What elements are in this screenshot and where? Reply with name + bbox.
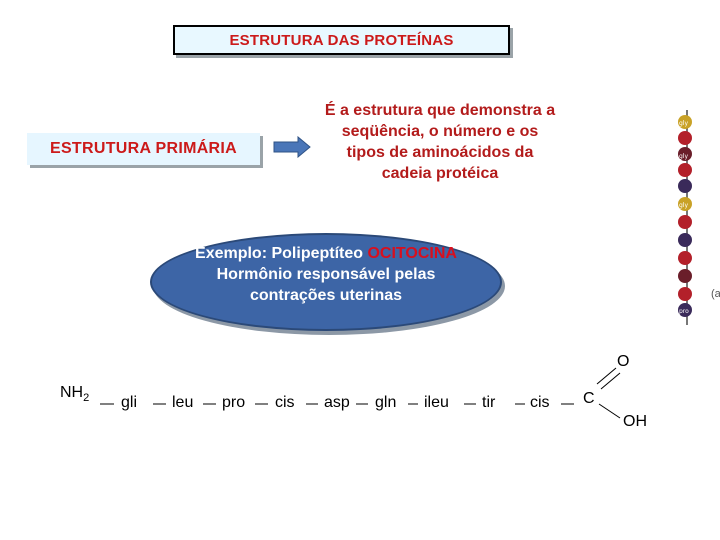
amino-acid-label: tir: [482, 394, 496, 411]
page-title: ESTRUTURA DAS PROTEÍNAS: [229, 31, 454, 49]
definition-line: tipos de aminoácidos da: [346, 144, 534, 161]
example-text: Exemplo: Polipeptíteo OCITOCINA Hormônio…: [150, 243, 502, 306]
example-line2: Hormônio responsável pelas: [216, 266, 436, 283]
bead-label: gly: [679, 202, 688, 209]
bead-label: gly: [679, 120, 688, 127]
title-box: ESTRUTURA DAS PROTEÍNAS: [173, 25, 510, 55]
example-ellipse: [150, 233, 502, 331]
example-highlight: OCITOCINA: [367, 245, 457, 262]
side-helix-image: gly gly gly pro: [678, 110, 692, 325]
bead-label: pro: [679, 308, 689, 315]
primary-structure-label: ESTRUTURA PRIMÁRIA: [49, 140, 238, 157]
definition-line: É a estrutura que demonstra a: [324, 102, 556, 119]
carbon-label: C: [583, 390, 595, 407]
side-partial-label: (a: [711, 288, 720, 300]
n-terminal: NH2: [60, 384, 90, 405]
arrow-right-icon: [273, 136, 311, 158]
oxygen-label: O: [617, 353, 630, 370]
amino-acid-label: asp: [324, 394, 350, 411]
primary-structure-box: ESTRUTURA PRIMÁRIA: [27, 133, 260, 165]
example-line3: contrações uterinas: [249, 287, 403, 304]
amino-acid-label: ileu: [424, 394, 449, 411]
definition-line: seqüência, o número e os: [341, 123, 539, 140]
amino-acid-label: gln: [375, 394, 397, 411]
amino-acid-label: leu: [172, 394, 194, 411]
amino-acid-label: gli: [121, 394, 138, 411]
amino-acid-label: cis: [275, 394, 295, 411]
definition-text: É a estrutura que demonstra a seqüência,…: [300, 100, 580, 184]
definition-line: cadeia protéica: [381, 165, 499, 182]
amino-acid-label: pro: [222, 394, 246, 411]
bead-label: gly: [679, 153, 688, 160]
example-prefix: Exemplo: Polipeptíteo: [195, 245, 368, 262]
amino-acid-label: cis: [530, 394, 550, 411]
hydroxyl-label: OH: [623, 413, 647, 430]
